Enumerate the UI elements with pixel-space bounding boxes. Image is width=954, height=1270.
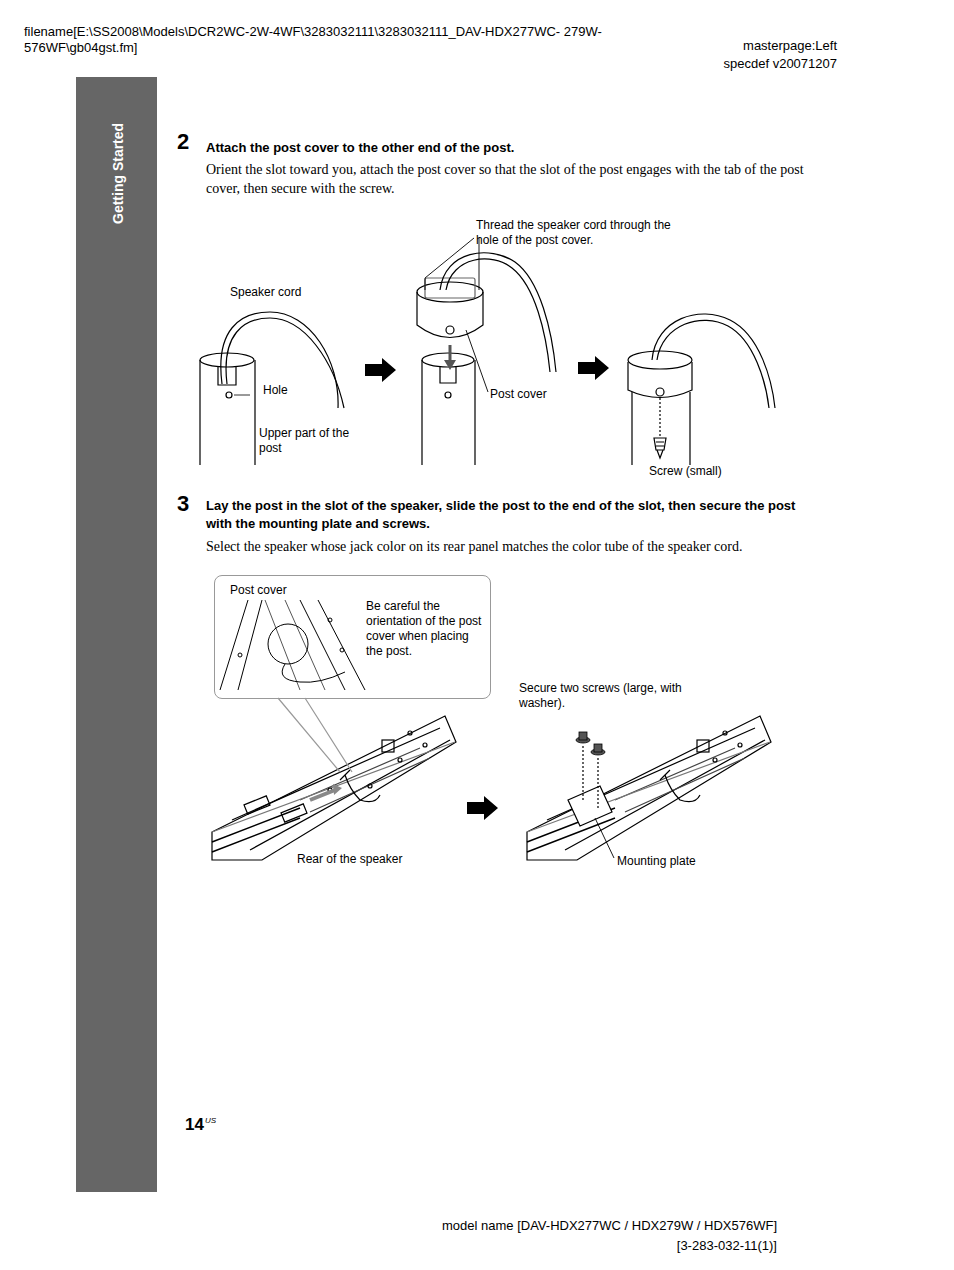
callout: Speaker cord (230, 285, 350, 300)
section-tab-text: Getting Started (110, 123, 126, 224)
step-heading: Attach the post cover to the other end o… (206, 139, 766, 157)
part-label: Post cover (230, 583, 287, 598)
sidebar-band: Getting Started (76, 77, 157, 1192)
caution-note: Be careful the orientation of the post c… (366, 599, 484, 659)
footer-text: model name [DAV-HDX277WC / HDX279W / HDX… (380, 1218, 777, 1234)
footer-text: [3-283-032-11(1)] (580, 1238, 777, 1254)
header-text: masterpage:Left (650, 38, 837, 54)
callout: Thread the speaker cord through the hole… (476, 218, 676, 248)
step-heading: Lay the post in the slot of the speaker,… (206, 497, 806, 533)
callout: Post cover (490, 387, 580, 402)
detail-inset: Post cover Be careful the orientation of … (214, 575, 491, 699)
step-number: 2 (177, 128, 197, 156)
step-text: Orient the slot toward you, attach the p… (206, 161, 806, 199)
page-suffix: US (205, 1116, 225, 1126)
callout: Rear of the speaker (297, 852, 447, 867)
step-text: Select the speaker whose jack color on i… (206, 538, 806, 557)
page-number: 14 (185, 1114, 204, 1135)
step-number: 3 (177, 490, 197, 518)
header-text: specdef v20071207 (650, 56, 837, 72)
file-path: filename[E:\SS2008\Models\DCR2WC-2W-4WF\… (24, 24, 624, 57)
callout: Screw (small) (649, 464, 749, 479)
callout: Mounting plate (617, 854, 727, 869)
callout: Hole (263, 383, 323, 398)
callout: Secure two screws (large, with washer). (519, 681, 709, 711)
callout: Upper part of the post (259, 426, 369, 456)
